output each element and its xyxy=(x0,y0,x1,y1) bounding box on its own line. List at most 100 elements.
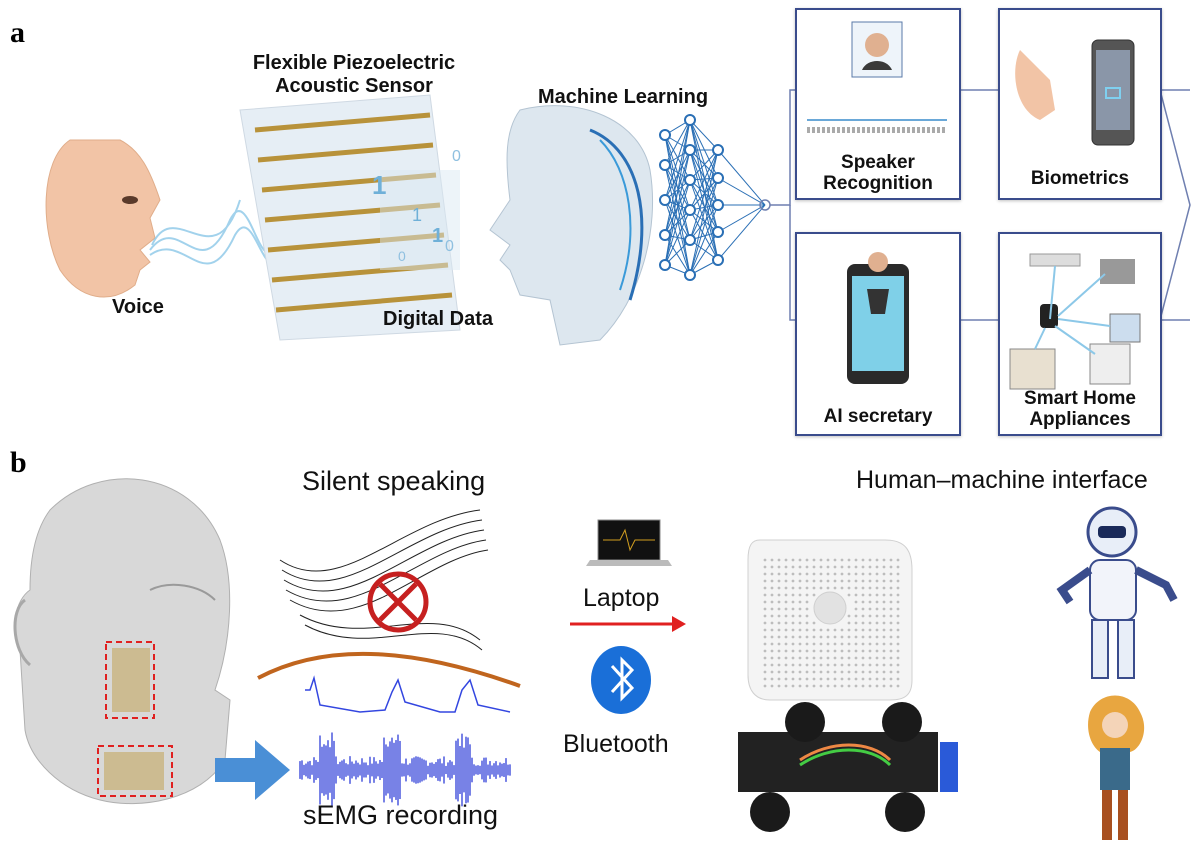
speaker-grille-dot xyxy=(861,628,865,632)
speaker-grille-dot xyxy=(882,649,886,653)
speaker-grille-dot xyxy=(826,677,830,681)
speaker-grille-dot xyxy=(875,600,879,604)
speaker-recognition-label: Speaker Recognition xyxy=(797,152,959,194)
robot-head-illustration xyxy=(489,105,653,346)
speaker-grille-dot xyxy=(889,607,893,611)
speaker-grille-dot xyxy=(763,565,767,569)
silent-speaking-illustration xyxy=(279,509,489,651)
speaker-grille-dot xyxy=(833,663,837,667)
speaker-grille-dot xyxy=(833,579,837,583)
speaker-grille-dot xyxy=(861,670,865,674)
nn-edge xyxy=(689,119,719,233)
speaker-grille-dot xyxy=(770,649,774,653)
speaker-grille-dot xyxy=(882,614,886,618)
speaker-grille-dot xyxy=(819,628,823,632)
anime-character xyxy=(1088,695,1145,840)
speaker-grille-dot xyxy=(875,656,879,660)
speaker-grille-dot xyxy=(763,579,767,583)
speaker-grille-dot xyxy=(805,635,809,639)
speaker-grille-dot xyxy=(889,642,893,646)
speaker-grille-dot xyxy=(798,642,802,646)
speaker-grille-dot xyxy=(882,621,886,625)
speaker-grille-dot xyxy=(854,677,858,681)
speaker-grille-dot xyxy=(812,663,816,667)
speaker-grille-dot xyxy=(889,677,893,681)
app-box-biometrics: Biometrics xyxy=(998,8,1162,200)
app-box-smart-home: Smart Home Appliances xyxy=(998,232,1162,436)
nn-edge xyxy=(689,204,719,241)
speaker-grille-dot xyxy=(791,614,795,618)
speaker-grille-dot xyxy=(784,677,788,681)
speaker-grille-dot xyxy=(812,649,816,653)
speaker-grille-dot xyxy=(882,586,886,590)
speaker-grille-dot xyxy=(896,670,900,674)
silent-speaking-label: Silent speaking xyxy=(302,466,486,496)
speaker-grille-dot xyxy=(819,635,823,639)
speaker-grille-dot xyxy=(875,607,879,611)
speaker-grille-dot xyxy=(896,684,900,688)
speaker-grille-dot xyxy=(791,677,795,681)
nn-edge xyxy=(689,149,719,233)
bluetooth-icon xyxy=(591,646,651,714)
speaker-grille-dot xyxy=(896,663,900,667)
speaker-grille-dot xyxy=(868,649,872,653)
speaker-grille-dot xyxy=(763,628,767,632)
speaker-grille-dot xyxy=(777,684,781,688)
speaker-grille-dot xyxy=(854,565,858,569)
speaker-grille-dot xyxy=(763,607,767,611)
speaker-grille-dot xyxy=(889,649,893,653)
speaker-grille-dot xyxy=(896,607,900,611)
binary-digit: 0 xyxy=(445,238,454,255)
speaker-grille-dot xyxy=(770,677,774,681)
speaker-grille-dot xyxy=(798,635,802,639)
speaker-grille-dot xyxy=(812,684,816,688)
speaker-grille-dot xyxy=(896,572,900,576)
speaker-grille-dot xyxy=(868,607,872,611)
speaker-grille-dot xyxy=(791,684,795,688)
ai-secretary-label: AI secretary xyxy=(797,406,959,427)
speaker-grille-dot xyxy=(770,593,774,597)
speaker-grille-dot xyxy=(763,586,767,590)
speaker-grille-dot xyxy=(840,684,844,688)
mouth-motion-curve xyxy=(257,651,521,688)
red-arrow xyxy=(570,616,686,632)
nn-node xyxy=(712,144,724,156)
speaker-grille-dot xyxy=(784,663,788,667)
speaker-grille-dot xyxy=(854,628,858,632)
speaker-grille-dot xyxy=(805,677,809,681)
speaker-grille-dot xyxy=(826,670,830,674)
speaker-grille-dot xyxy=(847,579,851,583)
speaker-grille-dot xyxy=(784,642,788,646)
laptop-label: Laptop xyxy=(583,584,660,612)
speaker-grille-dot xyxy=(875,670,879,674)
speaker-grille-dot xyxy=(763,670,767,674)
speaker-grille-dot xyxy=(819,663,823,667)
speaker-grille-dot xyxy=(882,656,886,660)
speaker-grille-dot xyxy=(777,649,781,653)
speaker-grille-dot xyxy=(861,579,865,583)
speaker-grille-dot xyxy=(847,628,851,632)
speaker-grille-dot xyxy=(861,558,865,562)
speaker-grille-dot xyxy=(875,635,879,639)
nn-node xyxy=(684,234,696,246)
speaker-grille-dot xyxy=(763,593,767,597)
speaker-grille-dot xyxy=(805,684,809,688)
speaker-grille-dot xyxy=(854,649,858,653)
speaker-grille-dot xyxy=(875,649,879,653)
speaker-grille-dot xyxy=(896,593,900,597)
speaker-grille-dot xyxy=(798,670,802,674)
speaker-grille-dot xyxy=(805,656,809,660)
app-box-ai-secretary: AI secretary xyxy=(795,232,961,436)
speaker-grille-dot xyxy=(777,565,781,569)
speaker-grille-dot xyxy=(875,628,879,632)
speaker-grille-dot xyxy=(770,579,774,583)
nn-edge xyxy=(689,119,719,206)
nn-node xyxy=(659,259,671,271)
speaker-grille-dot xyxy=(854,621,858,625)
speaker-grille-dot xyxy=(875,572,879,576)
speaker-grille-dot xyxy=(777,670,781,674)
speaker-grille-dot xyxy=(889,628,893,632)
speaker-grille-dot xyxy=(889,593,893,597)
speaker-grille-dot xyxy=(777,579,781,583)
speaker-grille-dot xyxy=(847,572,851,576)
